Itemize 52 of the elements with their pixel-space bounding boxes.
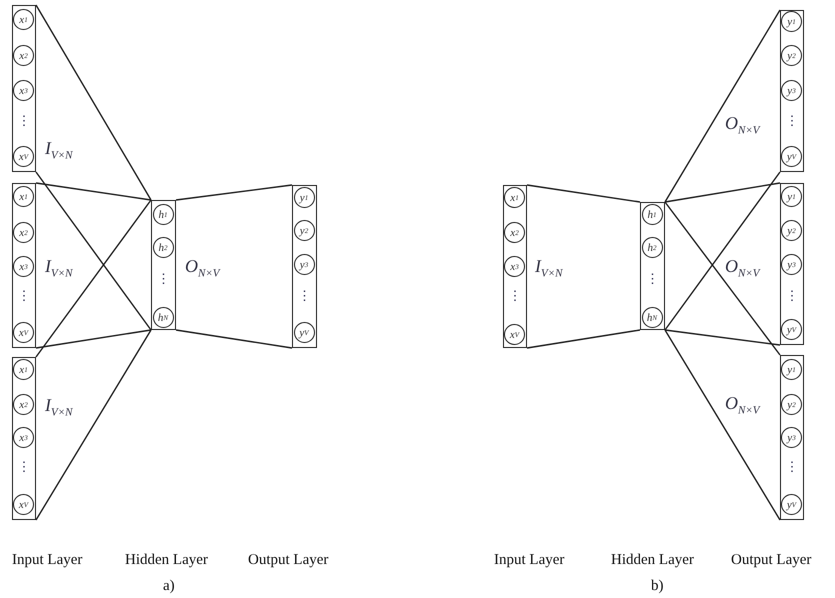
layer-caption: Input Layer <box>12 552 82 569</box>
vertical-ellipsis: ⋮ <box>784 114 800 128</box>
connection-line <box>664 182 780 203</box>
weight-matrix-label: O$_{N×V}$ <box>725 113 760 137</box>
connection-line <box>176 184 292 201</box>
connection-line <box>35 330 152 520</box>
vertical-ellipsis: ⋮ <box>784 460 800 474</box>
layer-column-box <box>12 183 36 348</box>
vertical-ellipsis: ⋮ <box>784 289 800 303</box>
connection-line <box>36 329 152 349</box>
vertical-ellipsis: ⋮ <box>16 114 32 128</box>
layer-column-box <box>12 357 36 520</box>
weight-matrix-label: I$_{V×N}$ <box>45 395 72 419</box>
connection-line <box>35 4 152 200</box>
layer-caption: Hidden Layer <box>125 552 208 569</box>
layer-column-box <box>780 183 804 345</box>
layer-caption: Output Layer <box>248 552 328 569</box>
weight-matrix-label: I$_{V×N}$ <box>535 256 562 280</box>
weight-matrix-label: I$_{V×N}$ <box>45 138 72 162</box>
connection-line <box>664 330 781 520</box>
weight-matrix-label: O$_{N×V}$ <box>185 256 220 280</box>
layer-caption: Hidden Layer <box>611 552 694 569</box>
layer-column-box <box>12 5 36 172</box>
layer-caption: a) <box>163 578 175 595</box>
connection-line <box>35 200 152 358</box>
vertical-ellipsis: ⋮ <box>297 289 312 303</box>
vertical-ellipsis: ⋮ <box>645 272 660 286</box>
connection-line <box>664 10 781 202</box>
layer-caption: b) <box>651 578 664 595</box>
layer-caption: Output Layer <box>731 552 812 569</box>
weight-matrix-label: O$_{N×V}$ <box>725 393 760 417</box>
connection-line <box>176 329 292 349</box>
layer-column-box <box>503 185 527 348</box>
connection-line <box>664 202 781 356</box>
connection-line <box>35 172 152 330</box>
layer-column-box <box>292 185 317 348</box>
vertical-ellipsis: ⋮ <box>16 460 32 474</box>
vertical-ellipsis: ⋮ <box>508 289 522 303</box>
connection-line <box>526 329 640 349</box>
layer-column-box <box>151 200 176 330</box>
layer-column-box <box>780 355 804 520</box>
vertical-ellipsis: ⋮ <box>156 272 171 286</box>
layer-column-box <box>640 202 665 330</box>
connection-line <box>664 329 780 346</box>
weight-matrix-label: I$_{V×N}$ <box>45 256 72 280</box>
layer-column-box <box>780 10 804 172</box>
weight-matrix-label: O$_{N×V}$ <box>725 256 760 280</box>
connection-line <box>36 182 152 201</box>
connection-line <box>664 172 781 330</box>
vertical-ellipsis: ⋮ <box>16 289 32 303</box>
connection-line <box>526 184 640 203</box>
layer-caption: Input Layer <box>494 552 564 569</box>
